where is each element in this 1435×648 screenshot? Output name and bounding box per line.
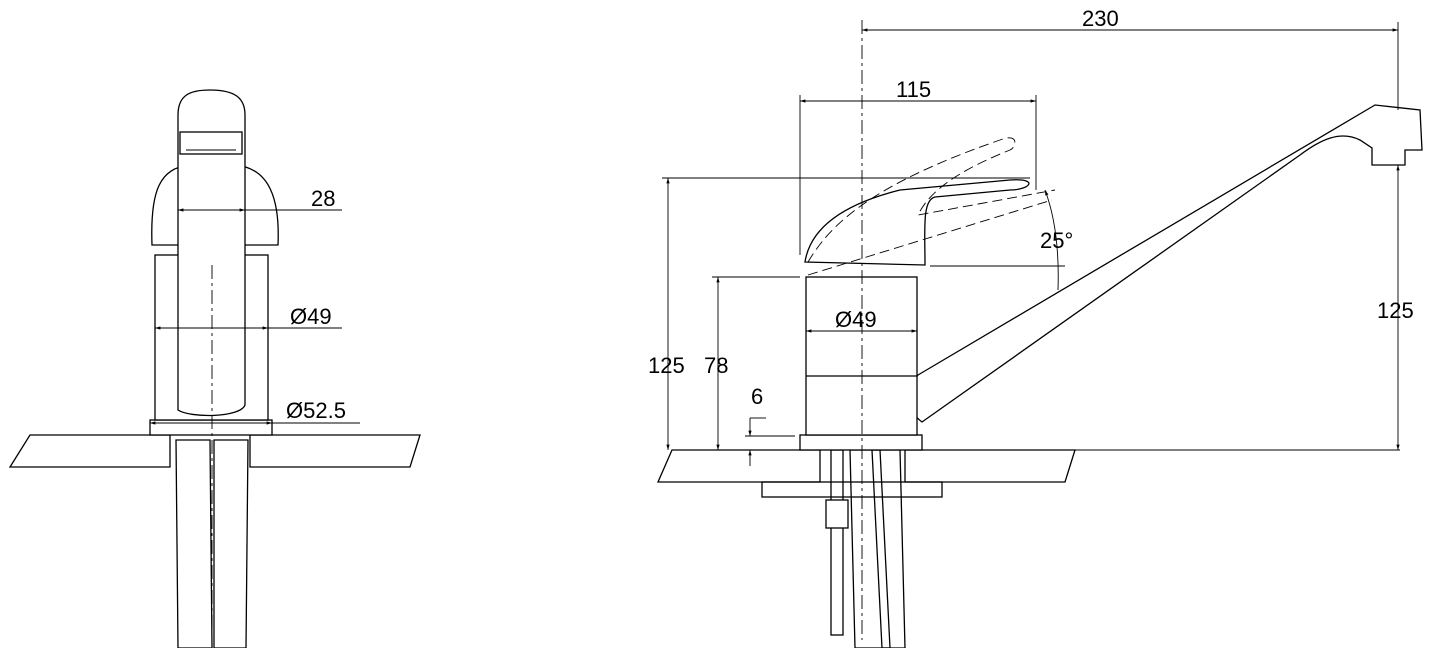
countertop-left bbox=[8, 434, 171, 468]
side-view: 230 115 25° Ø49 125 78 6 125 bbox=[648, 6, 1423, 648]
handle-raised-outline bbox=[807, 137, 1056, 263]
hose-right bbox=[213, 439, 249, 648]
base-plate bbox=[799, 434, 923, 451]
dim-body-diameter-front: Ø49 bbox=[290, 304, 332, 329]
stud-nut bbox=[825, 499, 849, 529]
dim-reach: 230 bbox=[1082, 6, 1119, 31]
dim-handle-length: 115 bbox=[896, 77, 931, 102]
front-view: 28 Ø49 Ø52.5 bbox=[8, 89, 421, 648]
body-cylinder-side bbox=[805, 276, 918, 436]
base-ring bbox=[149, 419, 273, 436]
spout-side bbox=[909, 104, 1423, 423]
countertop-side-right bbox=[904, 449, 1076, 483]
spout bbox=[177, 89, 246, 417]
hose-left bbox=[175, 439, 213, 648]
dim-base-height: 6 bbox=[751, 384, 763, 409]
dim-handle-angle: 25° bbox=[1040, 228, 1073, 253]
dim-body-height: 78 bbox=[704, 353, 728, 378]
dim-total-height: 125 bbox=[648, 353, 685, 378]
hose-side-1 bbox=[849, 449, 891, 648]
countertop-right bbox=[249, 434, 421, 468]
countertop-side-left bbox=[657, 449, 821, 483]
dim-spout-width: 28 bbox=[311, 186, 335, 211]
mounting-plate bbox=[761, 481, 943, 498]
dim-body-diameter-side: Ø49 bbox=[835, 307, 877, 332]
dim-base-diameter: Ø52.5 bbox=[286, 398, 346, 423]
dim-spout-height: 125 bbox=[1377, 298, 1414, 323]
aerator bbox=[179, 131, 243, 155]
handle bbox=[804, 179, 1030, 266]
mounting-stud bbox=[830, 449, 844, 636]
